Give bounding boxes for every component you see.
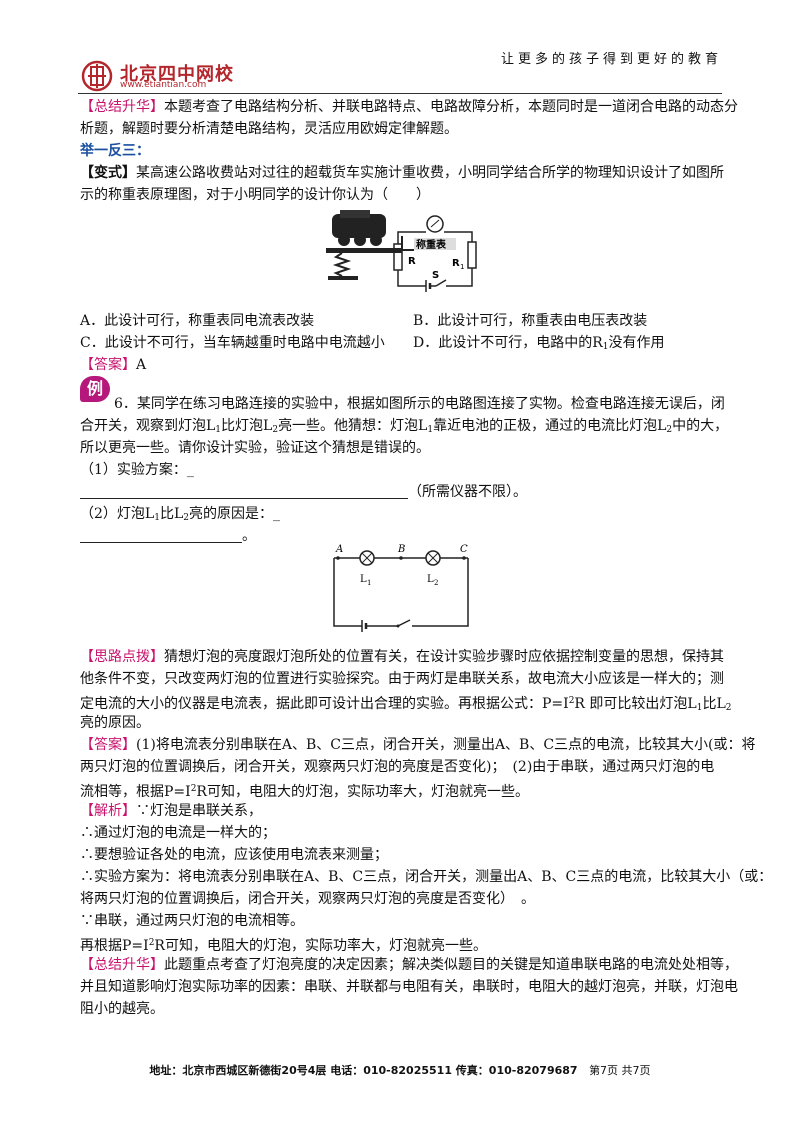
hint-line4: 亮的原因。 xyxy=(80,715,150,731)
fig2-point-a: A xyxy=(335,544,343,555)
option-c: C．此设计不可行，当车辆越重时电路中电流越小 xyxy=(80,335,385,351)
answer-blank-1[interactable] xyxy=(80,483,408,499)
q6-part2: （2）灯泡L1比L2亮的原因是：_ xyxy=(80,506,280,523)
fig2-point-c: C xyxy=(460,544,468,555)
option-b: B．此设计可行，称重表由电压表改装 xyxy=(413,313,648,329)
answer2-line1: 【答案】(1)将电流表分别串联在A、B、C三点，闭合开关，测量出A、B、C三点的… xyxy=(80,737,756,753)
fig1-meter-label: 称重表 xyxy=(416,238,447,251)
answer1-tag: 【答案】 xyxy=(80,357,136,373)
q6-part2-blank: 。 xyxy=(80,525,720,547)
weighing-circuit-figure: R 称重表 R 1 S xyxy=(322,206,482,298)
fig1-r1-sub: 1 xyxy=(460,263,464,271)
variant-line2: 示的称重表原理图，对于小明同学的设计你认为（ ） xyxy=(80,187,430,203)
analysis-tag: 【解析】 xyxy=(80,803,136,819)
answer2-tag: 【答案】 xyxy=(80,737,136,753)
logo-url: www.etiantian.com xyxy=(120,80,207,90)
fig1-s-label: S xyxy=(432,270,439,281)
option-d-sub: 1 xyxy=(602,342,609,352)
summary2-tag: 【总结升华】 xyxy=(80,957,164,973)
hint-line2: 他条件不变，只改变两灯泡的位置进行实验探究。由于两灯是串联关系，故电流大小应该是… xyxy=(80,671,724,687)
fig2-label-l1-sub: 1 xyxy=(367,579,371,587)
summary1-line1: 【总结升华】本题考查了电路结构分析、并联电路特点、电路故障分析，本题同时是一道闭… xyxy=(80,96,738,118)
fig2-label-l1: L xyxy=(360,574,367,585)
summary1-tag: 【总结升华】 xyxy=(80,99,164,115)
variant-text1: 某高速公路收费站对过往的超载货车实施计重收费，小明同学结合所学的物理知识设计了如… xyxy=(136,165,724,181)
header-slogan: 让更多的孩子得到更好的教育 xyxy=(500,52,722,67)
q6-part1-tail: （所需仪器不限）。 xyxy=(408,484,527,500)
truck-icon xyxy=(332,210,386,246)
analysis-line6: ∵串联，通过两只灯泡的电流相等。 xyxy=(80,913,304,929)
summary2-line2: 并且知道影响灯泡实际功率的因素：串联、并联都与电阻有关，串联时，电阻大的越灯泡亮… xyxy=(80,979,738,995)
extension-title: 举一反三： xyxy=(80,143,150,159)
footer-page-number: 第7页 共7页 xyxy=(589,1064,651,1077)
fig2-label-l2-sub: 2 xyxy=(434,579,438,587)
example-badge: 例 xyxy=(80,376,110,402)
analysis-line5: 将两只灯泡的位置调换后，闭合开关，观察两只灯泡的亮度是否变化） 。 xyxy=(80,891,535,907)
footer-address: 地址：北京市西城区新德街20号4层 电话：010-82025511 传真：010… xyxy=(149,1064,578,1077)
analysis-line7: 再根据P=I2R可知，电阻大的灯泡，实际功率大，灯泡就亮一些。 xyxy=(80,938,487,954)
option-d-post: 没有作用 xyxy=(608,335,665,351)
series-circuit-figure: A B C L 1 L 2 xyxy=(333,544,469,632)
variant-line1: 【变式】某高速公路收费站对过往的超载货车实施计重收费，小明同学结合所学的物理知识… xyxy=(80,162,724,184)
summary1-text1: 本题考查了电路结构分析、并联电路特点、电路故障分析，本题同时是一道闭合电路的动态… xyxy=(164,99,738,115)
fig1-r-label: R xyxy=(408,256,416,267)
hint-tag: 【思路点拨】 xyxy=(80,649,164,665)
analysis-line1: 【解析】∵灯泡是串联关系， xyxy=(80,803,262,819)
variant-tag: 【变式】 xyxy=(80,165,136,181)
option-d: D．此设计不可行，电路中的R1没有作用 xyxy=(413,332,713,358)
answer1-line: 【答案】A xyxy=(80,354,720,376)
fig2-point-b: B xyxy=(397,544,405,555)
fig2-label-l2: L xyxy=(427,574,434,585)
hint-line1: 【思路点拨】猜想灯泡的亮度跟灯泡所处的位置有关，在设计实验步骤时应依据控制变量的… xyxy=(80,649,724,665)
hint-line3: 定电流的大小的仪器是电流表，据此即可设计出合理的实验。再根据公式：P=I2R 即… xyxy=(80,696,732,713)
school-logo: 北京四中网校 www.etiantian.com xyxy=(80,60,290,92)
answer2-line2: 两只灯泡的位置调换后，闭合开关，观察两只灯泡的亮度是否变化)； (2)由于串联，… xyxy=(80,759,715,775)
logo-name: 北京四中网校 xyxy=(120,64,234,85)
q6-part1-blank: （所需仪器不限）。 xyxy=(80,481,720,503)
q6-line2: 合开关，观察到灯泡L1比灯泡L2亮一些。他猜想：灯泡L1靠近电池的正极，通过的电… xyxy=(80,418,729,435)
option-a: A．此设计可行，称重表同电流表改装 xyxy=(80,313,315,329)
page-footer: 地址：北京市西城区新德街20号4层 电话：010-82025511 传真：010… xyxy=(0,1062,800,1078)
answer2-line3: 流相等，根据P=I2R可知，电阻大的灯泡，实际功率大，灯泡就亮一些。 xyxy=(80,784,529,800)
summary2-line1: 【总结升华】此题重点考查了灯泡亮度的决定因素；解决类似题目的关键是知道串联电路的… xyxy=(80,957,738,973)
summary1-line2: 析题，解题时要分析清楚电路结构，灵活应用欧姆定律解题。 xyxy=(80,121,458,137)
summary2-line3: 阻小的越亮。 xyxy=(80,1001,164,1017)
answer1-value: A xyxy=(136,357,147,373)
q6-line3: 所以更亮一些。请你设计实验，验证这个猜想是错误的。 xyxy=(80,440,430,456)
q6-line1: 6．某同学在练习电路连接的实验中，根据如图所示的电路图连接了实物。检查电路连接无… xyxy=(114,396,725,412)
analysis-line2: ∴通过灯泡的电流是一样大的； xyxy=(80,825,276,841)
logo-emblem-icon xyxy=(81,60,113,92)
analysis-line3: ∴要想验证各处的电流，应该使用电流表来测量； xyxy=(80,847,388,863)
option-d-pre: D．此设计不可行，电路中的R xyxy=(413,335,603,351)
q6-part1: （1）实验方案：_ xyxy=(80,462,194,478)
header-rule xyxy=(78,93,722,94)
answer-blank-2[interactable] xyxy=(80,527,242,543)
fig1-r1-label: R xyxy=(452,258,460,269)
analysis-line4: ∴实验方案为：将电流表分别串联在A、B、C三点，闭合开关，测量出A、B、C三点的… xyxy=(80,869,773,885)
